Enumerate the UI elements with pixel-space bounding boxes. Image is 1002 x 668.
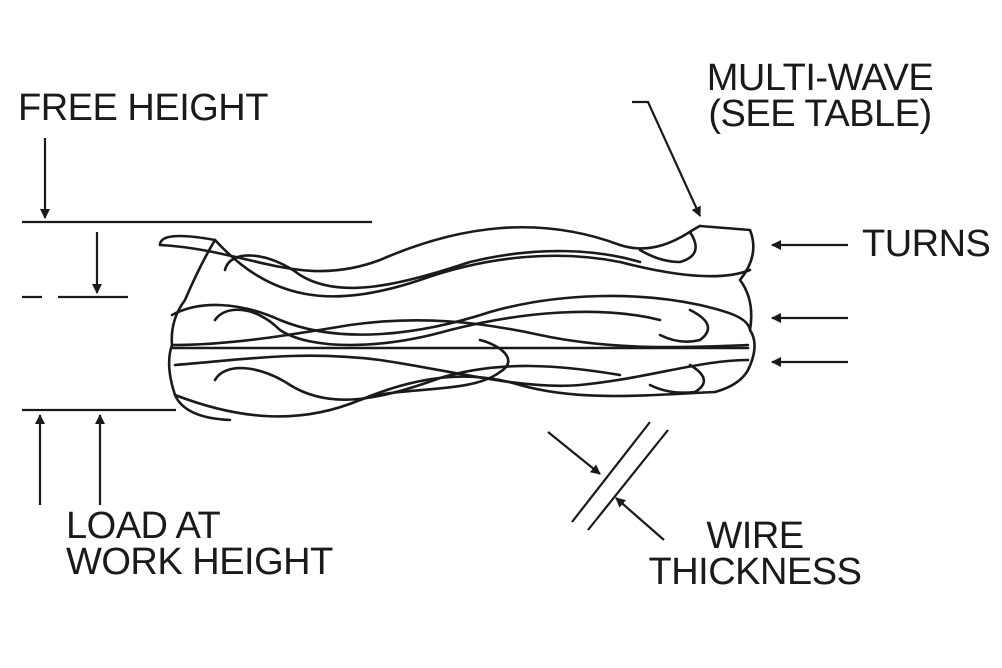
wire-thickness-label: WIRE THICKNESS <box>640 515 870 593</box>
dimension-lines <box>22 100 848 541</box>
wire-arrow-upper <box>547 431 601 475</box>
middle-turn-upper <box>170 294 752 336</box>
free-height-label: FREE HEIGHT <box>18 87 268 129</box>
multi-wave-label-line1: MULTI-WAVE <box>706 57 934 99</box>
multi-wave-label-line2: (SEE TABLE) <box>708 93 932 135</box>
wire-extension-line-2 <box>587 429 669 531</box>
load-label-line2: WORK HEIGHT <box>66 541 333 583</box>
wave-spring <box>158 224 756 422</box>
multi-wave-label: MULTI-WAVE (SEE TABLE) <box>690 57 950 135</box>
spring-right-end <box>698 224 756 394</box>
wire-thickness-label-line2: THICKNESS <box>648 551 862 593</box>
top-turn-lower <box>213 238 752 298</box>
top-turn-upper <box>158 224 702 273</box>
turns-label: TURNS <box>862 223 991 265</box>
top-turn-inner <box>223 249 642 290</box>
spring-left-end <box>158 234 232 422</box>
load-label: LOAD AT WORK HEIGHT <box>66 505 333 583</box>
wire-thickness-label-line1: WIRE <box>706 515 804 557</box>
multi-wave-leader <box>632 100 702 217</box>
wire-arrow-lower <box>615 497 665 541</box>
top-turn-fold-right <box>638 230 697 264</box>
wire-extension-line-1 <box>571 421 651 523</box>
middle-turn-fold-right <box>658 308 710 343</box>
bottom-turn-fold-right <box>648 363 706 394</box>
load-label-line1: LOAD AT <box>66 505 221 547</box>
bottom-turn-lower <box>173 375 717 418</box>
middle-turn-lower <box>170 318 750 349</box>
bottom-turn-crossing <box>358 338 510 402</box>
middle-turn-inner <box>213 308 662 347</box>
